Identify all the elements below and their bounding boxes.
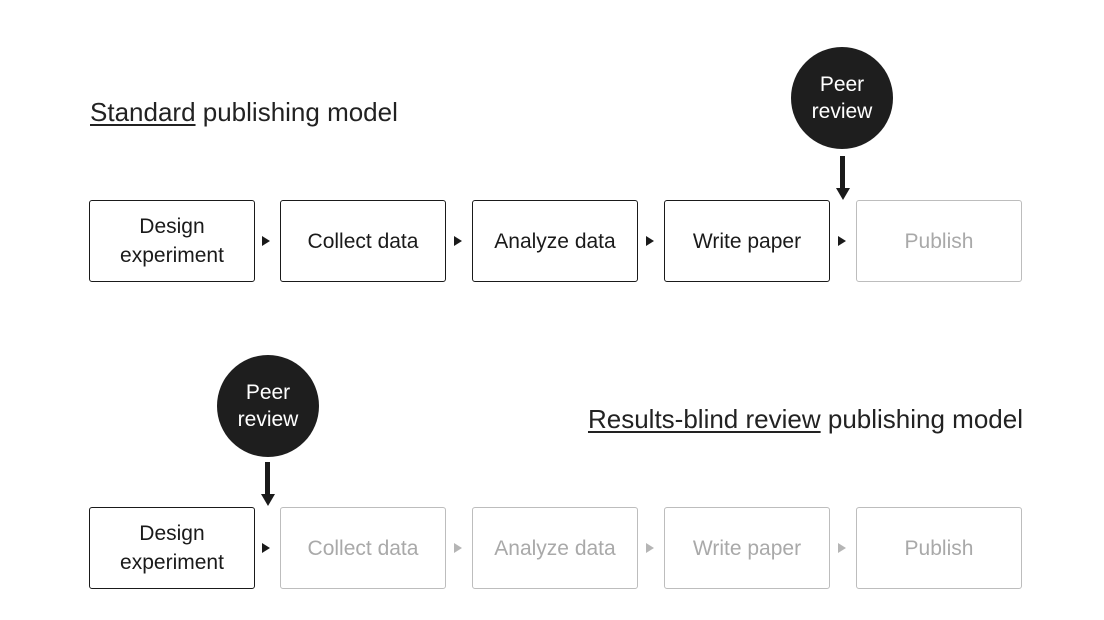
rbr-peer-review-arrow-stem: [265, 462, 270, 494]
standard-model-heading: Standard publishing model: [90, 97, 398, 127]
standard-heading-rest: publishing model: [195, 97, 398, 127]
rbr-flow-arrow-icon: [454, 543, 462, 553]
rbr-step-write-paper: Write paper: [664, 507, 830, 589]
standard-flow-arrow-icon: [454, 236, 462, 246]
standard-peer-review-arrow-icon: [836, 188, 850, 200]
standard-peer-review-badge: Peer review: [791, 47, 893, 149]
standard-flow-arrow-icon: [838, 236, 846, 246]
rbr-step-collect-data: Collect data: [280, 507, 446, 589]
rbr-flow-arrow-icon: [262, 543, 270, 553]
rbr-heading-underlined: Results-blind review: [587, 404, 821, 434]
standard-flow-arrow-icon: [262, 236, 270, 246]
rbr-flow-arrow-icon: [838, 543, 846, 553]
standard-flow-arrow-icon: [646, 236, 654, 246]
standard-step-collect-data: Collect data: [280, 200, 446, 282]
rbr-step-design-experiment: Design experiment: [89, 507, 255, 589]
rbr-step-analyze-data: Analyze data: [472, 507, 638, 589]
rbr-heading-rest: publishing model: [820, 404, 1023, 434]
rbr-flow-arrow-icon: [646, 543, 654, 553]
standard-heading-underlined: Standard: [90, 97, 196, 127]
rbr-peer-review-arrow-icon: [261, 494, 275, 506]
standard-peer-review-arrow-stem: [840, 156, 845, 188]
rbr-step-publish: Publish: [856, 507, 1022, 589]
rbr-peer-review-badge: Peer review: [217, 355, 319, 457]
rbr-model-heading: Results-blind review publishing model: [588, 404, 1023, 434]
standard-step-analyze-data: Analyze data: [472, 200, 638, 282]
standard-step-publish: Publish: [856, 200, 1022, 282]
standard-step-design-experiment: Design experiment: [89, 200, 255, 282]
standard-step-write-paper: Write paper: [664, 200, 830, 282]
